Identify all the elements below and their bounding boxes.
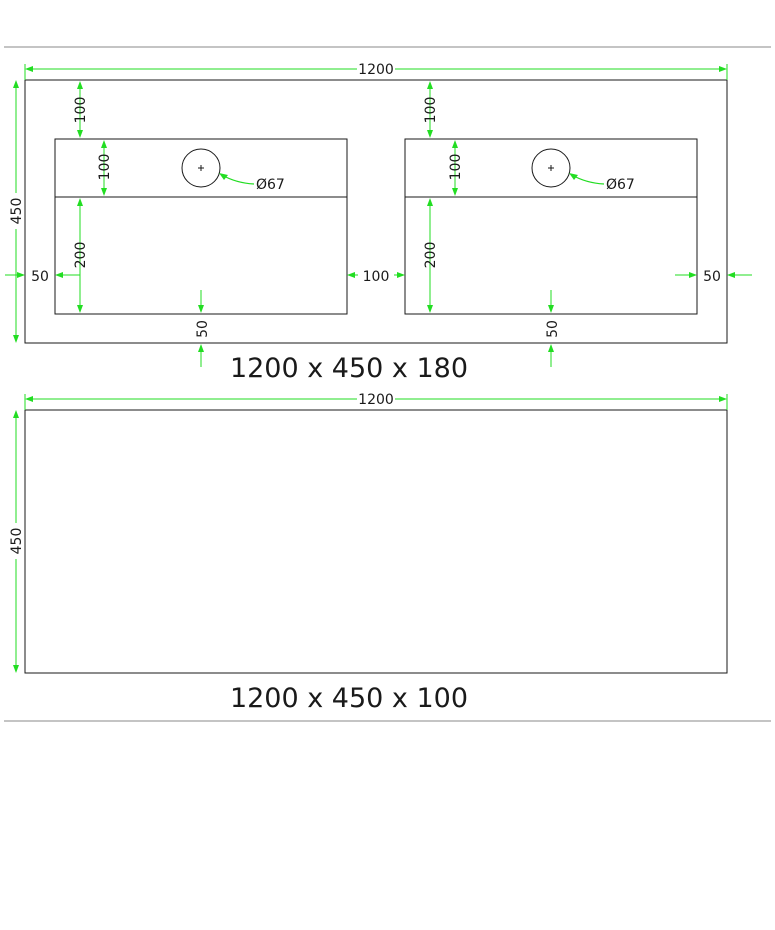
basin-1-tap-hole	[181, 148, 221, 188]
basin-2-shelf-label: 100	[448, 154, 464, 181]
top-view-outline	[24, 79, 728, 344]
basin-2-hole-label: Ø67	[606, 177, 635, 193]
basin-2-hole-leader: Ø67	[569, 173, 635, 193]
basin-1-shelf-label: 100	[97, 154, 113, 181]
basin-2-depth-label: 200	[423, 242, 439, 269]
bottom-depth-label: 450	[9, 528, 25, 555]
basin-1-depth-label: 200	[73, 242, 89, 269]
basin-2-shelf-dimension: 100	[448, 140, 464, 196]
basin-1-hole-leader: Ø67	[219, 173, 285, 193]
right-margin-dimension: 50	[675, 269, 752, 285]
center-gap-dimension: 100	[347, 269, 405, 285]
basin-1-bottom-margin-label: 50	[195, 320, 211, 338]
top-depth-dimension: 450	[8, 80, 25, 343]
basin-1-hole-label: Ø67	[256, 177, 285, 193]
basin-1-shelf-dimension: 100	[97, 140, 113, 196]
center-gap-label: 100	[363, 269, 390, 285]
basin-1-depth-dimension: 200	[73, 198, 89, 313]
basin-2-hole-center-mark	[548, 165, 554, 171]
top-width-label: 1200	[358, 62, 394, 78]
bottom-view: 1200 450 1200 x 450 x 100	[8, 391, 728, 714]
left-margin-dimension: 50	[5, 269, 80, 285]
basin-2-bottom-margin-label: 50	[545, 320, 561, 338]
bottom-width-label: 1200	[358, 392, 394, 408]
basin-1-hole-center-mark	[198, 165, 204, 171]
basin-1-top-margin-dimension: 100	[73, 81, 89, 138]
basin-2-bottom-margin-dimension: 50	[545, 290, 561, 367]
top-view-caption: 1200 x 450 x 180	[230, 353, 468, 384]
bottom-depth-dimension: 450	[8, 410, 25, 673]
basin-1-top-margin-label: 100	[73, 97, 89, 124]
basin-1-bottom-margin-dimension: 50	[195, 290, 211, 367]
right-margin-label: 50	[703, 269, 721, 285]
top-width-dimension: 1200	[24, 61, 728, 80]
basin-2-depth-dimension: 200	[423, 198, 439, 313]
basin-2-top-margin-dimension: 100	[423, 81, 439, 138]
left-margin-label: 50	[31, 269, 49, 285]
basin-1-outline	[54, 138, 348, 315]
top-view: 1200 450 100 100 200	[5, 61, 752, 384]
basin-2-top-margin-label: 100	[423, 97, 439, 124]
basin-2-tap-hole	[531, 148, 571, 188]
bottom-view-outline	[24, 409, 728, 674]
bottom-width-dimension: 1200	[24, 391, 728, 410]
bottom-view-caption: 1200 x 450 x 100	[230, 683, 468, 714]
top-depth-label: 450	[9, 198, 25, 225]
basin-2-outline	[404, 138, 698, 315]
